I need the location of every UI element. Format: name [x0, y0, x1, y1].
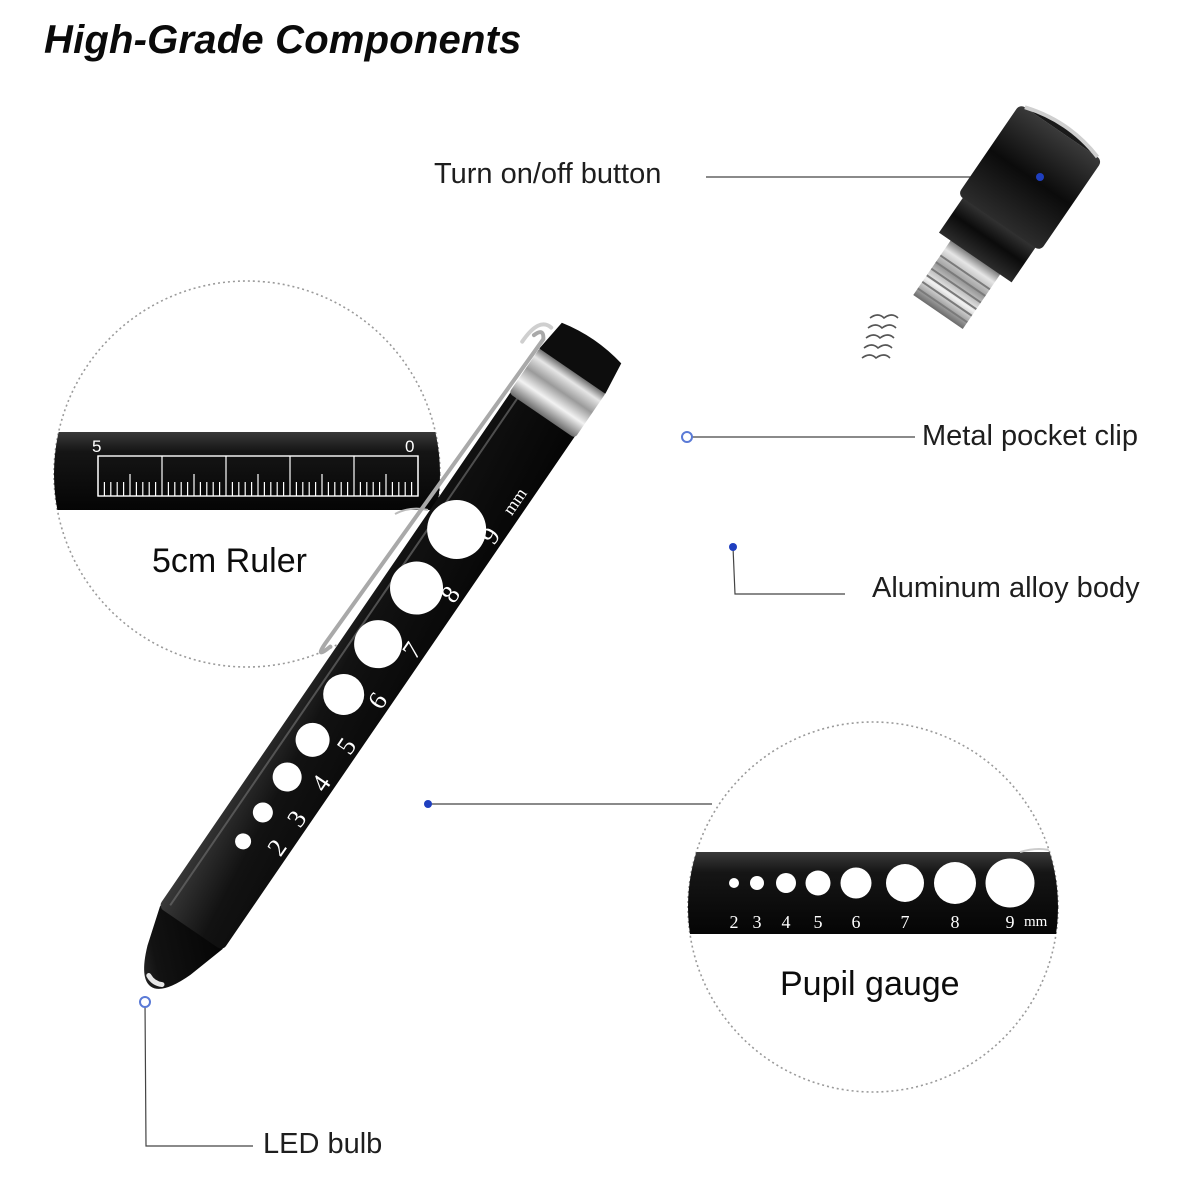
pupil-inset-hole [729, 878, 739, 888]
pupil-inset-number: 2 [730, 912, 739, 932]
clip-marker [681, 431, 693, 443]
spring [861, 314, 899, 360]
pen-gauge-hole [272, 762, 302, 792]
ruler-scale-right: 0 [405, 437, 414, 456]
leader-lines [144, 176, 1040, 1147]
pen-gauge-hole [323, 673, 365, 715]
callout-turn-on-off-button: Turn on/off button [434, 158, 662, 190]
callout-metal-pocket-clip: Metal pocket clip [922, 420, 1138, 452]
tail-cap [913, 104, 1103, 329]
led-marker [139, 996, 151, 1008]
pupil-inset-hole [985, 858, 1035, 908]
ruler-scale-left: 5 [92, 437, 101, 456]
pupil-inset-hole [886, 864, 924, 902]
pen-gauge-hole [235, 833, 252, 850]
pen-gauge-hole [390, 561, 444, 615]
pupil-inset-hole [805, 870, 831, 896]
pupil-inset-number: 4 [782, 912, 791, 932]
pupil-inset-hole [776, 873, 796, 893]
pen-chrome-band [510, 348, 605, 437]
pupil-inset-number: 3 [753, 912, 762, 932]
pen-gauge-hole [252, 802, 273, 823]
pupil-inset-number: 5 [814, 912, 823, 932]
pen-gauge-hole [295, 722, 330, 757]
pupil-inset-hole [750, 876, 764, 890]
callout-aluminum-alloy-body: Aluminum alloy body [872, 572, 1140, 604]
ruler-inset: 5 0 [53, 280, 441, 668]
pupil-inset-label: Pupil gauge [780, 965, 960, 1003]
pocket-clip [318, 330, 546, 655]
gauge-marker [424, 800, 432, 808]
body-marker [729, 543, 737, 551]
pupil-inset-number: 9 [1006, 912, 1015, 932]
pupil-inset-number: 7 [901, 912, 910, 932]
ruler-inset-label: 5cm Ruler [152, 542, 307, 580]
pen-top-rim [539, 322, 622, 394]
led-lens [146, 973, 165, 988]
tail-cap-knurl [938, 194, 1038, 283]
pupil-inset-number: 8 [951, 912, 960, 932]
callout-led-bulb: LED bulb [263, 1128, 383, 1160]
pen-gauge-hole [354, 620, 403, 669]
pupil-inset-hole [840, 867, 872, 899]
pupil-inset-unit: mm [1024, 914, 1048, 930]
pen-gauge-hole [427, 499, 487, 559]
marker-dots [139, 173, 1044, 1008]
page-title: High-Grade Components [44, 18, 522, 62]
ruler-bar [54, 432, 440, 510]
button-marker [1036, 173, 1044, 181]
pupil-inset-number: 6 [852, 912, 861, 932]
pen-tip [144, 905, 223, 989]
pupil-inset-hole [934, 862, 976, 904]
on-off-button[interactable] [958, 104, 1103, 251]
